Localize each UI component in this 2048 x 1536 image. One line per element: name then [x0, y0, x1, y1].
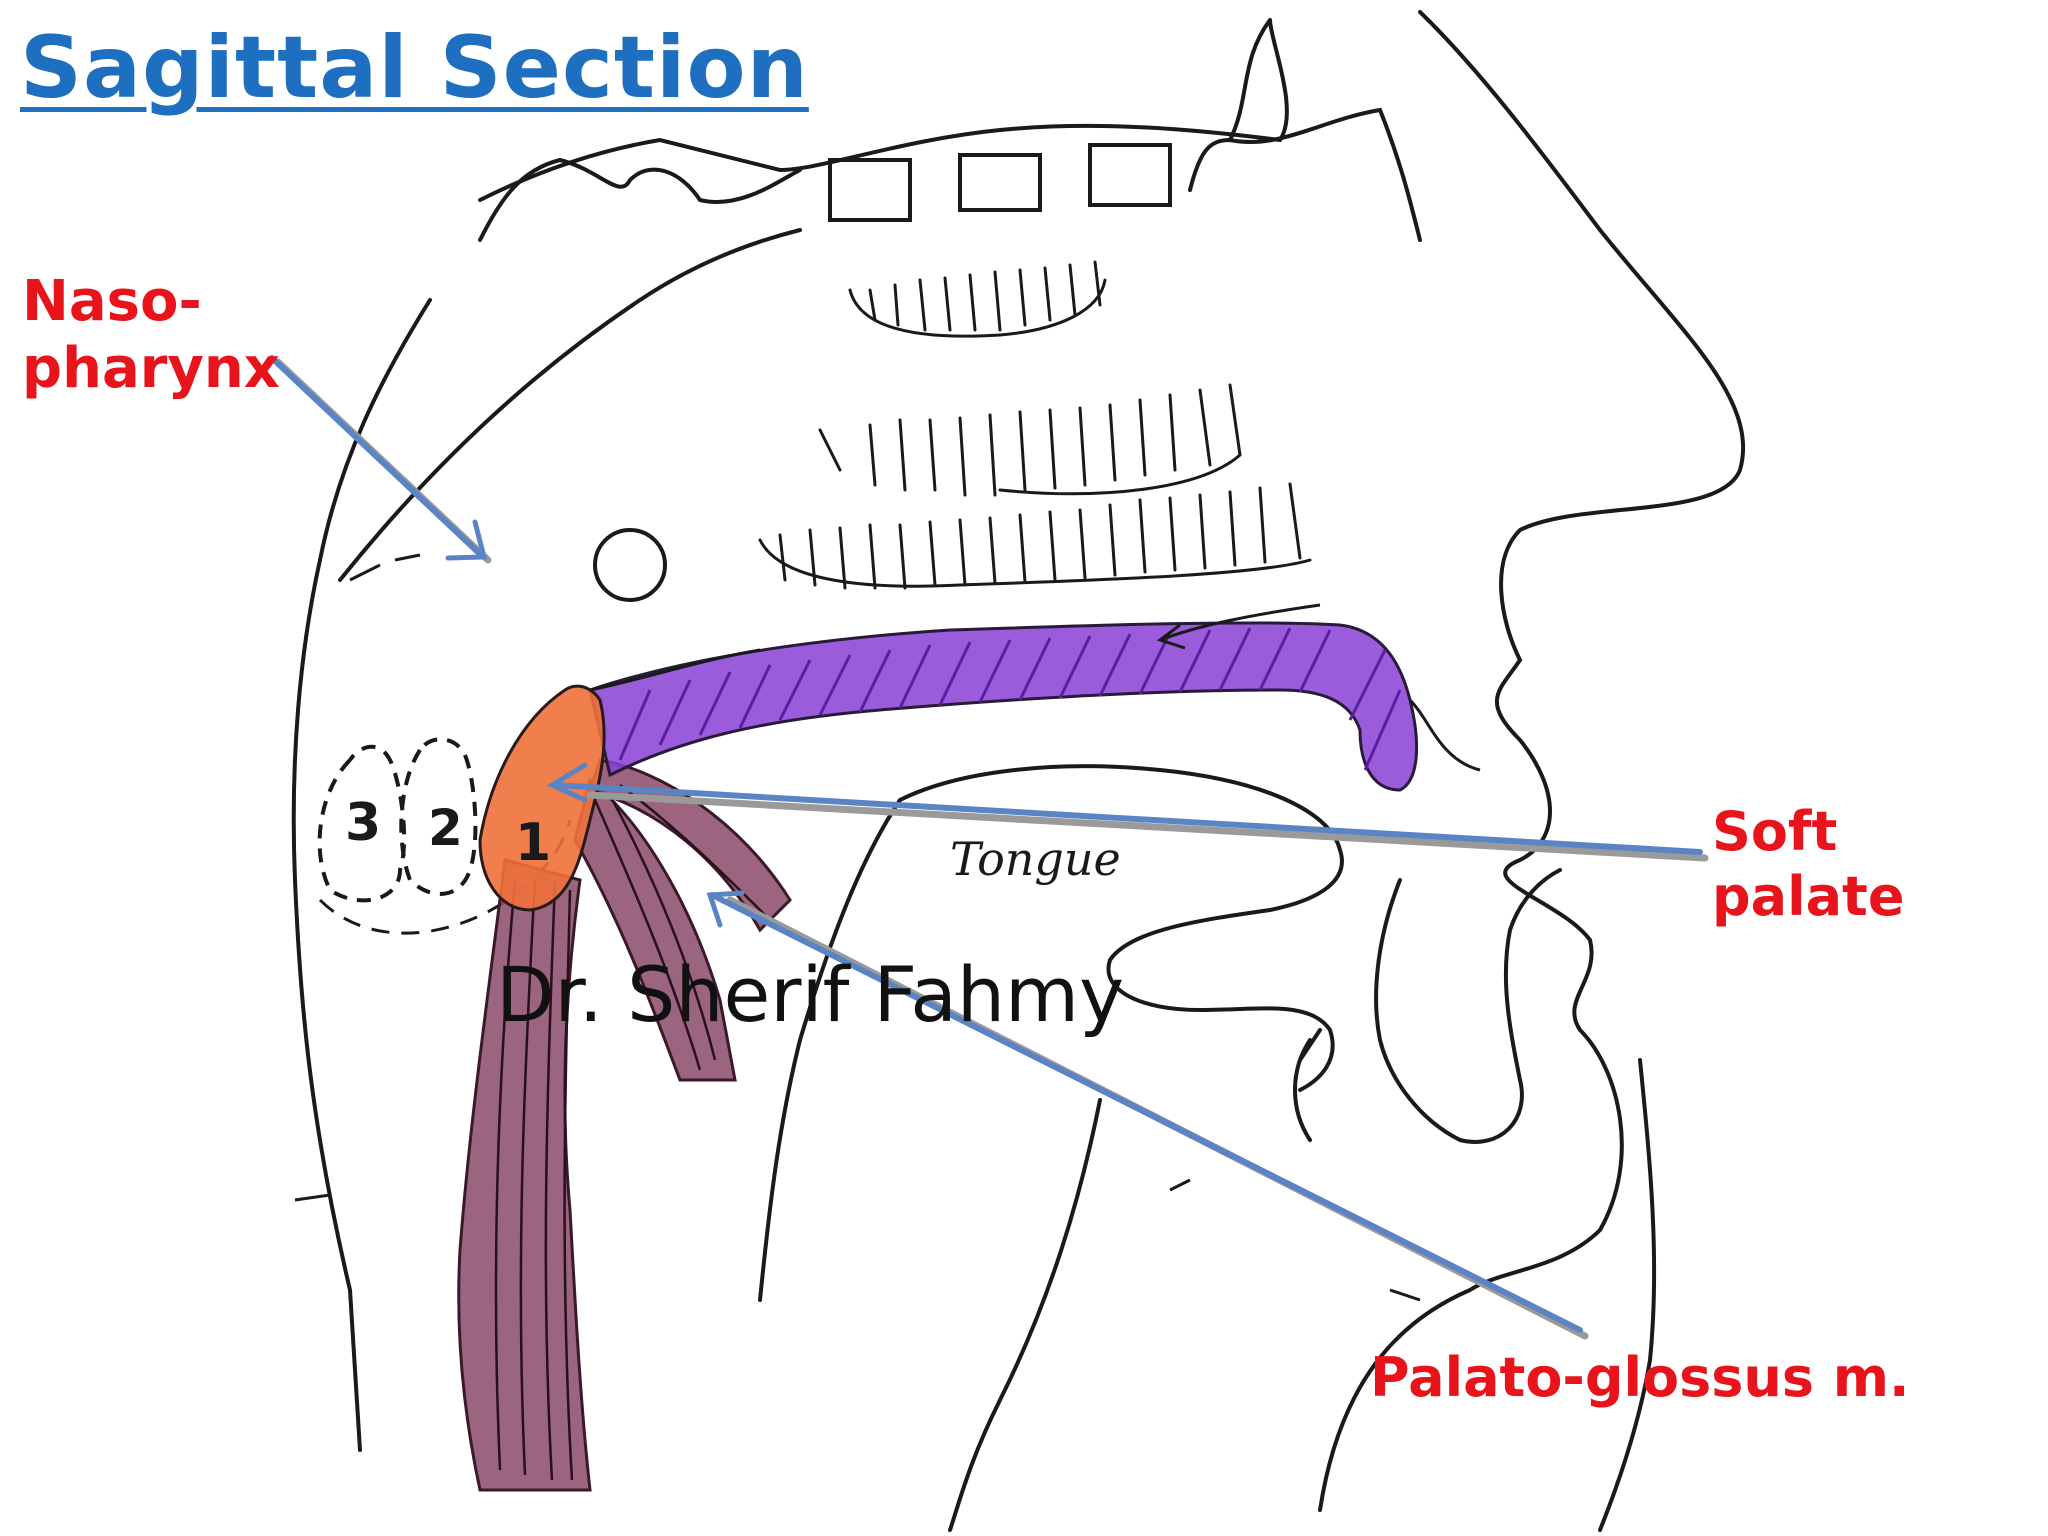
skull-base-outline: [338, 228, 802, 582]
nasopharynx-label-line-2: pharynx: [22, 336, 280, 402]
soft-palate-label: Soft palate: [1712, 800, 1904, 930]
soft-palate-label-line-2: palate: [1712, 864, 1905, 928]
palatoglossus-fibers: [593, 784, 771, 1071]
soft-palate-region: [588, 621, 1418, 792]
tonsil-bed-3-outline: [317, 744, 407, 903]
tonsil-2-number: 2: [428, 799, 463, 857]
tonsil-1-number: 1: [515, 813, 551, 873]
tonsil-3-number: 3: [345, 793, 381, 853]
soft-palate-pointer-arrow: [546, 762, 1709, 862]
palatoglossus-label: Palato-glossus m.: [1370, 1346, 1910, 1409]
auditory-tube-opening: [593, 528, 667, 602]
sinus-box-3: [1088, 143, 1172, 207]
palatoglossus-pointer-arrow: [706, 890, 1589, 1340]
slide-title: Sagittal Section: [20, 18, 809, 118]
face-profile-outline: [1318, 10, 1746, 1512]
palatoglossus-upper-fan: [588, 758, 792, 933]
inferior-concha: [758, 482, 1312, 590]
tonsil-region-outline: [318, 819, 572, 935]
palatine-tonsil: [478, 684, 606, 912]
anterior-neck-outline: [1598, 1058, 1657, 1532]
nasopharynx-dash: [349, 553, 421, 582]
palatoglossus-muscle: [573, 777, 737, 1082]
larynx-outline: [948, 1098, 1102, 1532]
sinus-box-1: [828, 158, 912, 222]
nasopharynx-label: Naso- pharynx: [22, 268, 280, 402]
nasal-roof-right-outline: [1188, 107, 1422, 242]
author-watermark: Dr. Sherif Fahmy: [496, 950, 1125, 1039]
middle-concha: [818, 383, 1242, 497]
tongue-root-outline: [758, 798, 902, 1302]
soft-palate-hatching: [618, 627, 1402, 771]
tongue-label: Tongue: [950, 832, 1121, 886]
epiglottis-outline: [1293, 1028, 1322, 1142]
tonsil-bed-2-outline: [399, 737, 478, 896]
nasopharynx-label-line-1: Naso-: [22, 269, 202, 334]
soft-palate-label-line-1: Soft: [1712, 800, 1838, 863]
soft-palate-inner-arrow: [1156, 603, 1321, 650]
oral-cavity-roof-outline: [589, 648, 1481, 772]
superior-concha: [848, 260, 1107, 338]
sinus-box-2: [958, 153, 1042, 212]
tongue-outline: [898, 764, 1344, 1092]
nasal-conchae-top-outline: [478, 157, 802, 242]
palatopharyngeus-fibers: [494, 879, 574, 1481]
mandible-outline: [1374, 868, 1562, 1144]
nasopharynx-pointer-arrow: [269, 355, 492, 564]
neck-tick-marks: [294, 1178, 1421, 1302]
